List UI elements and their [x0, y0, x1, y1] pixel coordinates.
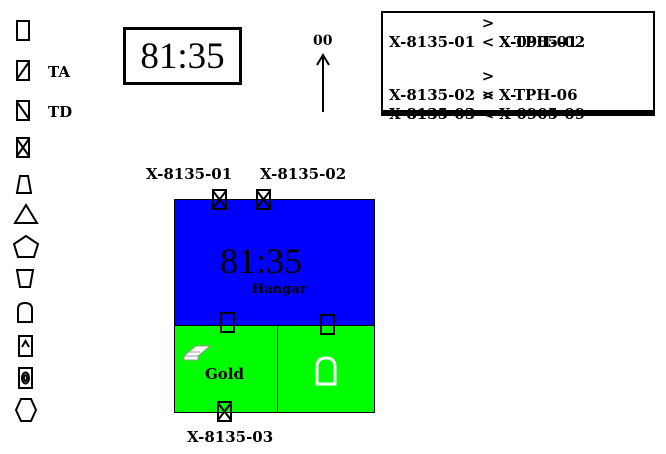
legend-label-ta: TA [48, 63, 70, 81]
rounded-top-rect-icon[interactable] [315, 356, 337, 386]
mapping-arrow: >< [481, 67, 495, 104]
zone-hangar[interactable] [174, 199, 375, 326]
triangle-icon[interactable] [13, 203, 39, 224]
trapezoid-icon[interactable] [15, 175, 33, 194]
zone-label-gold: Gold [205, 365, 245, 383]
mapping-source: X-8135-02 [389, 86, 476, 104]
rect-with-oval-icon[interactable] [18, 367, 33, 389]
north-arrow-icon [316, 53, 330, 112]
hexagon-icon[interactable] [14, 398, 38, 422]
rect-cross-icon[interactable] [256, 189, 271, 210]
mapping-arrow: >< [481, 86, 495, 123]
mapping-row: X-8135-03 ><X-0905-09 [389, 86, 585, 124]
rect-backslash-icon[interactable] [16, 100, 30, 121]
mapping-target: X-TPH-01 [499, 33, 578, 51]
pentagon-icon[interactable] [12, 234, 40, 258]
mapping-source: X-8135-03 [389, 105, 476, 123]
rect-with-triangle-icon[interactable] [18, 335, 33, 357]
rounded-top-rect-icon[interactable] [17, 301, 33, 323]
heading-value: 00 [313, 33, 333, 49]
zone-clock: 81:35 [220, 241, 303, 281]
inverted-trapezoid-icon[interactable] [15, 269, 35, 288]
mapping-arrow: >< [481, 14, 495, 51]
main-clock: 81:35 [123, 27, 242, 85]
zone-unnamed[interactable] [277, 325, 375, 413]
rect-cross-icon[interactable] [16, 137, 30, 158]
mapping-source: X-8135-01 [389, 33, 476, 51]
mapping-target: X-TPH-06 [499, 86, 578, 104]
callsign-label: X-8135-02 [260, 165, 347, 183]
bar-icon[interactable] [182, 345, 212, 361]
mapping-row: X-0905-02 [389, 33, 585, 52]
rect-outline-icon[interactable] [320, 314, 335, 335]
legend-label-td: TD [48, 103, 73, 121]
legend [12, 20, 40, 422]
callsign-label: X-8135-01 [146, 165, 233, 183]
mapping-panel: X-8135-01><X-TPH-01 X-0905-02 X-8135-02>… [381, 11, 655, 123]
callsign-label: X-8135-03 [187, 428, 274, 446]
rect-outline-icon[interactable] [16, 20, 30, 41]
zone-label-hangar: Hangar [252, 282, 307, 297]
rect-slash-icon[interactable] [16, 60, 30, 81]
mapping-row: X-8135-01 ><X-TPH-01 [389, 14, 578, 52]
mapping-target: X-0905-02 [499, 33, 586, 51]
rect-cross-icon[interactable] [212, 189, 227, 210]
mapping-target: X-0905-09 [499, 105, 586, 123]
rect-cross-icon[interactable] [217, 401, 232, 422]
rect-outline-icon[interactable] [220, 312, 235, 333]
mapping-row: X-8135-02 ><X-TPH-06 [389, 67, 578, 105]
